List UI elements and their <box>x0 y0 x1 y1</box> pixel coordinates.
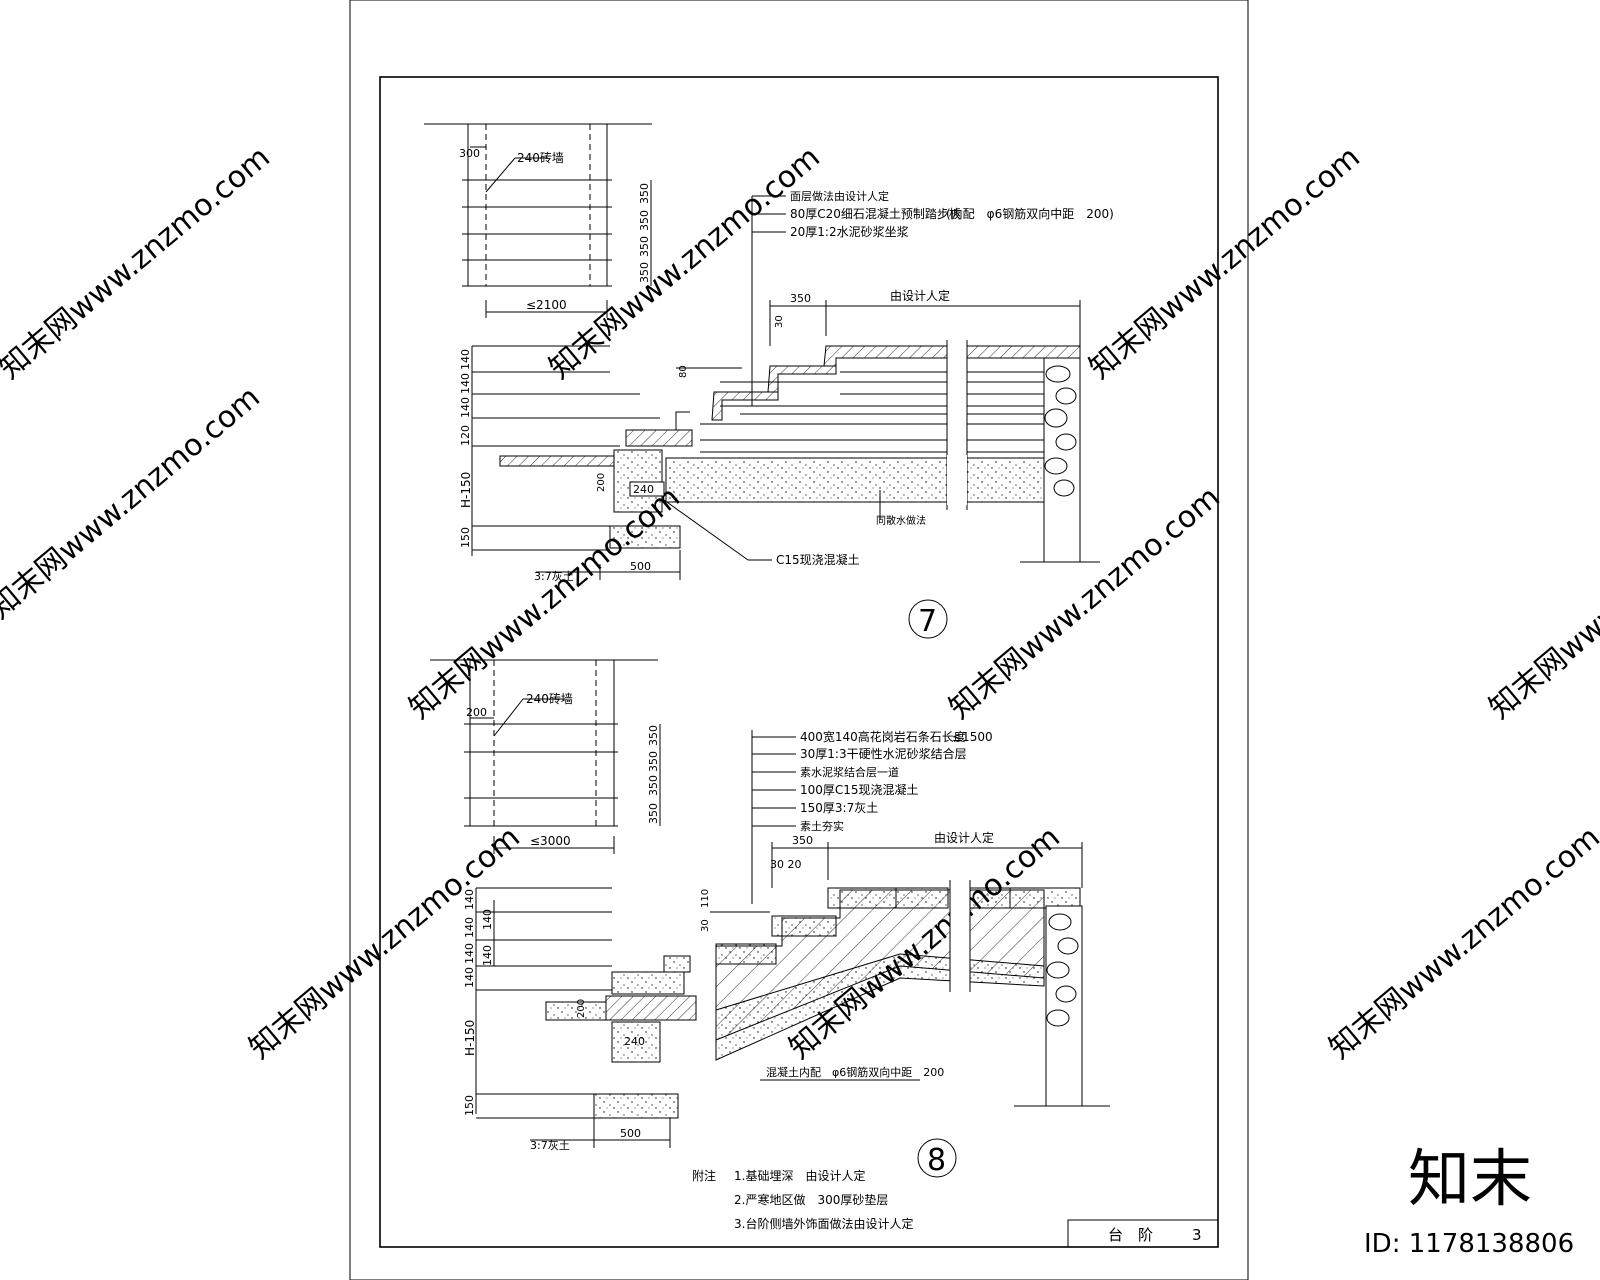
riser-dim: 140 <box>463 967 476 988</box>
note-item: 2.严寒地区做 300厚砂垫层 <box>734 1192 888 1207</box>
watermark-text: 知末网www.znzmo.com <box>1323 820 1600 1066</box>
watermark-text: 知末网www.znzmo.com <box>0 140 277 386</box>
watermark-text: 知末网www.znzmo.com <box>543 140 827 386</box>
watermark-layer: 知末网www.znzmo.com 知末网www.znzmo.com 知末网www… <box>0 140 1600 1259</box>
apron-label: 同散水做法 <box>876 514 926 527</box>
inner-border <box>379 76 1219 1248</box>
length-note: ≤1500 <box>952 730 993 744</box>
detail-7-section: 350 由设计人定 30 80 <box>459 288 1100 639</box>
watermark-id: ID: 1178138806 <box>1364 1229 1574 1259</box>
plan-rise-dim: 350 <box>638 262 651 283</box>
plan-rise-dim: 350 <box>647 803 660 824</box>
tread-dim: 350 <box>790 292 811 305</box>
layer-note: 素土夯实 <box>800 819 844 833</box>
riser-dim: 140 <box>459 397 472 418</box>
plan-wall-label: 240砖墙 <box>517 150 564 165</box>
dim-30-20: 30 20 <box>770 858 802 871</box>
plan-wall-label: 240砖墙 <box>526 691 573 706</box>
plan-rise-dim: 350 <box>647 775 660 796</box>
watermark-brand: 知末 <box>1408 1142 1532 1215</box>
base-dim: 150 <box>463 1095 476 1116</box>
layer-note: 30厚1:3干硬性水泥砂浆结合层 <box>800 746 967 761</box>
detail-7-notes: 面层做法由设计人定 80厚C20细石混凝土预制踏步板 20厚1:2水泥砂浆坐浆 … <box>751 189 1114 406</box>
plan-rise-dim: 350 <box>647 751 660 772</box>
notes-head: 附注 <box>692 1168 716 1183</box>
riser-dim: 140 <box>459 373 472 394</box>
riser-dim: 140 <box>459 349 472 370</box>
design-dim: 由设计人定 <box>934 830 994 845</box>
rebar-note: (内配 φ6钢筋双向中距 200) <box>946 206 1114 221</box>
plan-offset-label: 200 <box>466 706 487 719</box>
riser-dim: 140 <box>481 909 494 930</box>
note-item: 1.基础埋深 由设计人定 <box>734 1168 865 1183</box>
layer-note: 100厚C15现浇混凝土 <box>800 782 919 797</box>
base-width-dim: 500 <box>620 1127 641 1140</box>
watermark-text: 知末网www.znzmo.com <box>943 480 1227 726</box>
dim-30: 30 <box>700 919 711 932</box>
watermark-text: 知末网www.znzmo.com <box>243 820 527 1066</box>
lime-soil-label: 3:7灰土 <box>534 569 574 583</box>
detail-7: 240砖墙 300 350 350 350 350 ≤2100 面层做法由设计人… <box>424 123 1114 639</box>
dim-30: 30 <box>774 315 785 328</box>
layer-note: 20厚1:2水泥砂浆坐浆 <box>790 224 909 239</box>
watermark-text: 知末网www.znzmo.com <box>1483 480 1600 726</box>
outer-border <box>349 0 1249 1280</box>
plan-width-dim: ≤2100 <box>526 298 567 312</box>
dim-240: 240 <box>624 1035 645 1048</box>
sheet-title: 台 阶 <box>1108 1226 1153 1244</box>
detail-8-plan: 240砖墙 200 350 350 350 350 ≤3000 <box>430 659 661 854</box>
note-item: 3.台阶侧墙外饰面做法由设计人定 <box>734 1216 913 1231</box>
watermark-text: 知末网www.znzmo.com <box>0 380 267 626</box>
detail-number: 7 <box>918 604 937 639</box>
h150-dim: H-150 <box>463 1020 477 1056</box>
plan-rise-dim: 350 <box>638 210 651 231</box>
rebar-label: 混凝土内配 φ6钢筋双向中距 200 <box>766 1065 944 1079</box>
dim-110: 110 <box>700 889 711 908</box>
watermark-text: 知末网www.znzmo.com <box>403 480 687 726</box>
plan-rise-dim: 350 <box>638 236 651 257</box>
layer-note: 400宽140高花岗岩石条石长度 <box>800 729 966 744</box>
general-notes: 附注 1.基础埋深 由设计人定 2.严寒地区做 300厚砂垫层 3.台阶侧墙外饰… <box>692 1168 913 1231</box>
watermark-text: 知末网www.znzmo.com <box>1083 140 1367 386</box>
riser-dim: 120 <box>459 425 472 446</box>
detail-7-plan: 240砖墙 300 350 350 350 350 ≤2100 <box>424 123 652 318</box>
title-block: 台 阶 3 <box>1067 1219 1219 1248</box>
h150-dim: H-150 <box>459 472 473 508</box>
riser-dim: 140 <box>463 917 476 938</box>
tread-dim: 350 <box>792 834 813 847</box>
lime-soil-label: 3:7灰土 <box>530 1138 570 1152</box>
layer-note: 80厚C20细石混凝土预制踏步板 <box>790 206 961 221</box>
riser-dim: 140 <box>463 943 476 964</box>
riser-dim: 140 <box>463 889 476 910</box>
plan-width-dim: ≤3000 <box>530 834 571 848</box>
dim-240: 240 <box>633 483 654 496</box>
layer-note: 素水泥浆结合层一道 <box>800 765 899 779</box>
layer-note: 150厚3:7灰土 <box>800 801 878 815</box>
plan-offset-label: 300 <box>459 147 480 160</box>
design-dim: 由设计人定 <box>890 288 950 303</box>
detail-8-notes: 400宽140高花岗岩石条石长度 30厚1:3干硬性水泥砂浆结合层 素水泥浆结合… <box>751 729 993 904</box>
concrete-label: C15现浇混凝土 <box>776 552 860 567</box>
base-dim: 150 <box>459 527 472 548</box>
riser-dim: 140 <box>481 945 494 966</box>
layer-note: 面层做法由设计人定 <box>790 189 889 203</box>
detail-number: 8 <box>927 1143 946 1178</box>
dim-200: 200 <box>576 999 587 1018</box>
base-width-dim: 500 <box>630 560 651 573</box>
dim-200: 200 <box>596 473 607 492</box>
sheet-number: 3 <box>1192 1226 1202 1244</box>
detail-8-section: 350 由设计人定 30 20 110 30 <box>463 830 1110 1178</box>
plan-rise-dim: 350 <box>638 183 651 204</box>
plan-rise-dim: 350 <box>647 725 660 746</box>
detail-8: 240砖墙 200 350 350 350 350 ≤3000 400宽140高… <box>430 659 1110 1178</box>
dim-80: 80 <box>678 365 689 378</box>
